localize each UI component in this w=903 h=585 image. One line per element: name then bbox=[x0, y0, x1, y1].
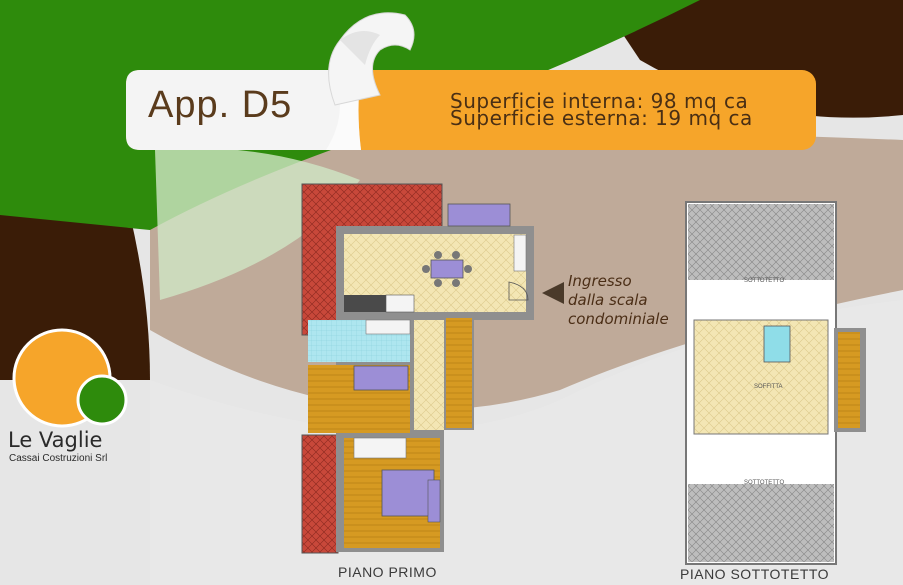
external-surface-text: Superficie esterna: 19 mq ca bbox=[450, 106, 753, 130]
attic-room-top: SOTTOTETTO bbox=[744, 278, 785, 284]
attic-room-bottom: SOTTOTETTO bbox=[744, 480, 785, 486]
title-banner bbox=[126, 70, 816, 150]
brand-name: Le Vaglie bbox=[8, 428, 103, 452]
first-floor-plan bbox=[301, 183, 534, 554]
apartment-title: App. D5 bbox=[148, 84, 293, 126]
le-vaglie-logo bbox=[12, 328, 128, 428]
brand-subtitle: Cassai Costruzioni Srl bbox=[9, 453, 108, 464]
attic-caption: PIANO SOTTOTETTO bbox=[680, 566, 830, 582]
first-floor-caption: PIANO PRIMO bbox=[338, 564, 437, 580]
entrance-arrow-icon bbox=[542, 282, 564, 304]
sticker-curl-graphic bbox=[328, 12, 415, 106]
attic-plan bbox=[685, 201, 866, 565]
entrance-note-line2: dalla scala bbox=[568, 291, 648, 309]
internal-surface-text: Superficie interna: 98 mq ca bbox=[450, 89, 749, 113]
entrance-note-line3: condominiale bbox=[568, 310, 669, 328]
entrance-note-line1: Ingresso bbox=[568, 272, 632, 290]
attic-room-middle: SOFFITTA bbox=[754, 384, 783, 390]
